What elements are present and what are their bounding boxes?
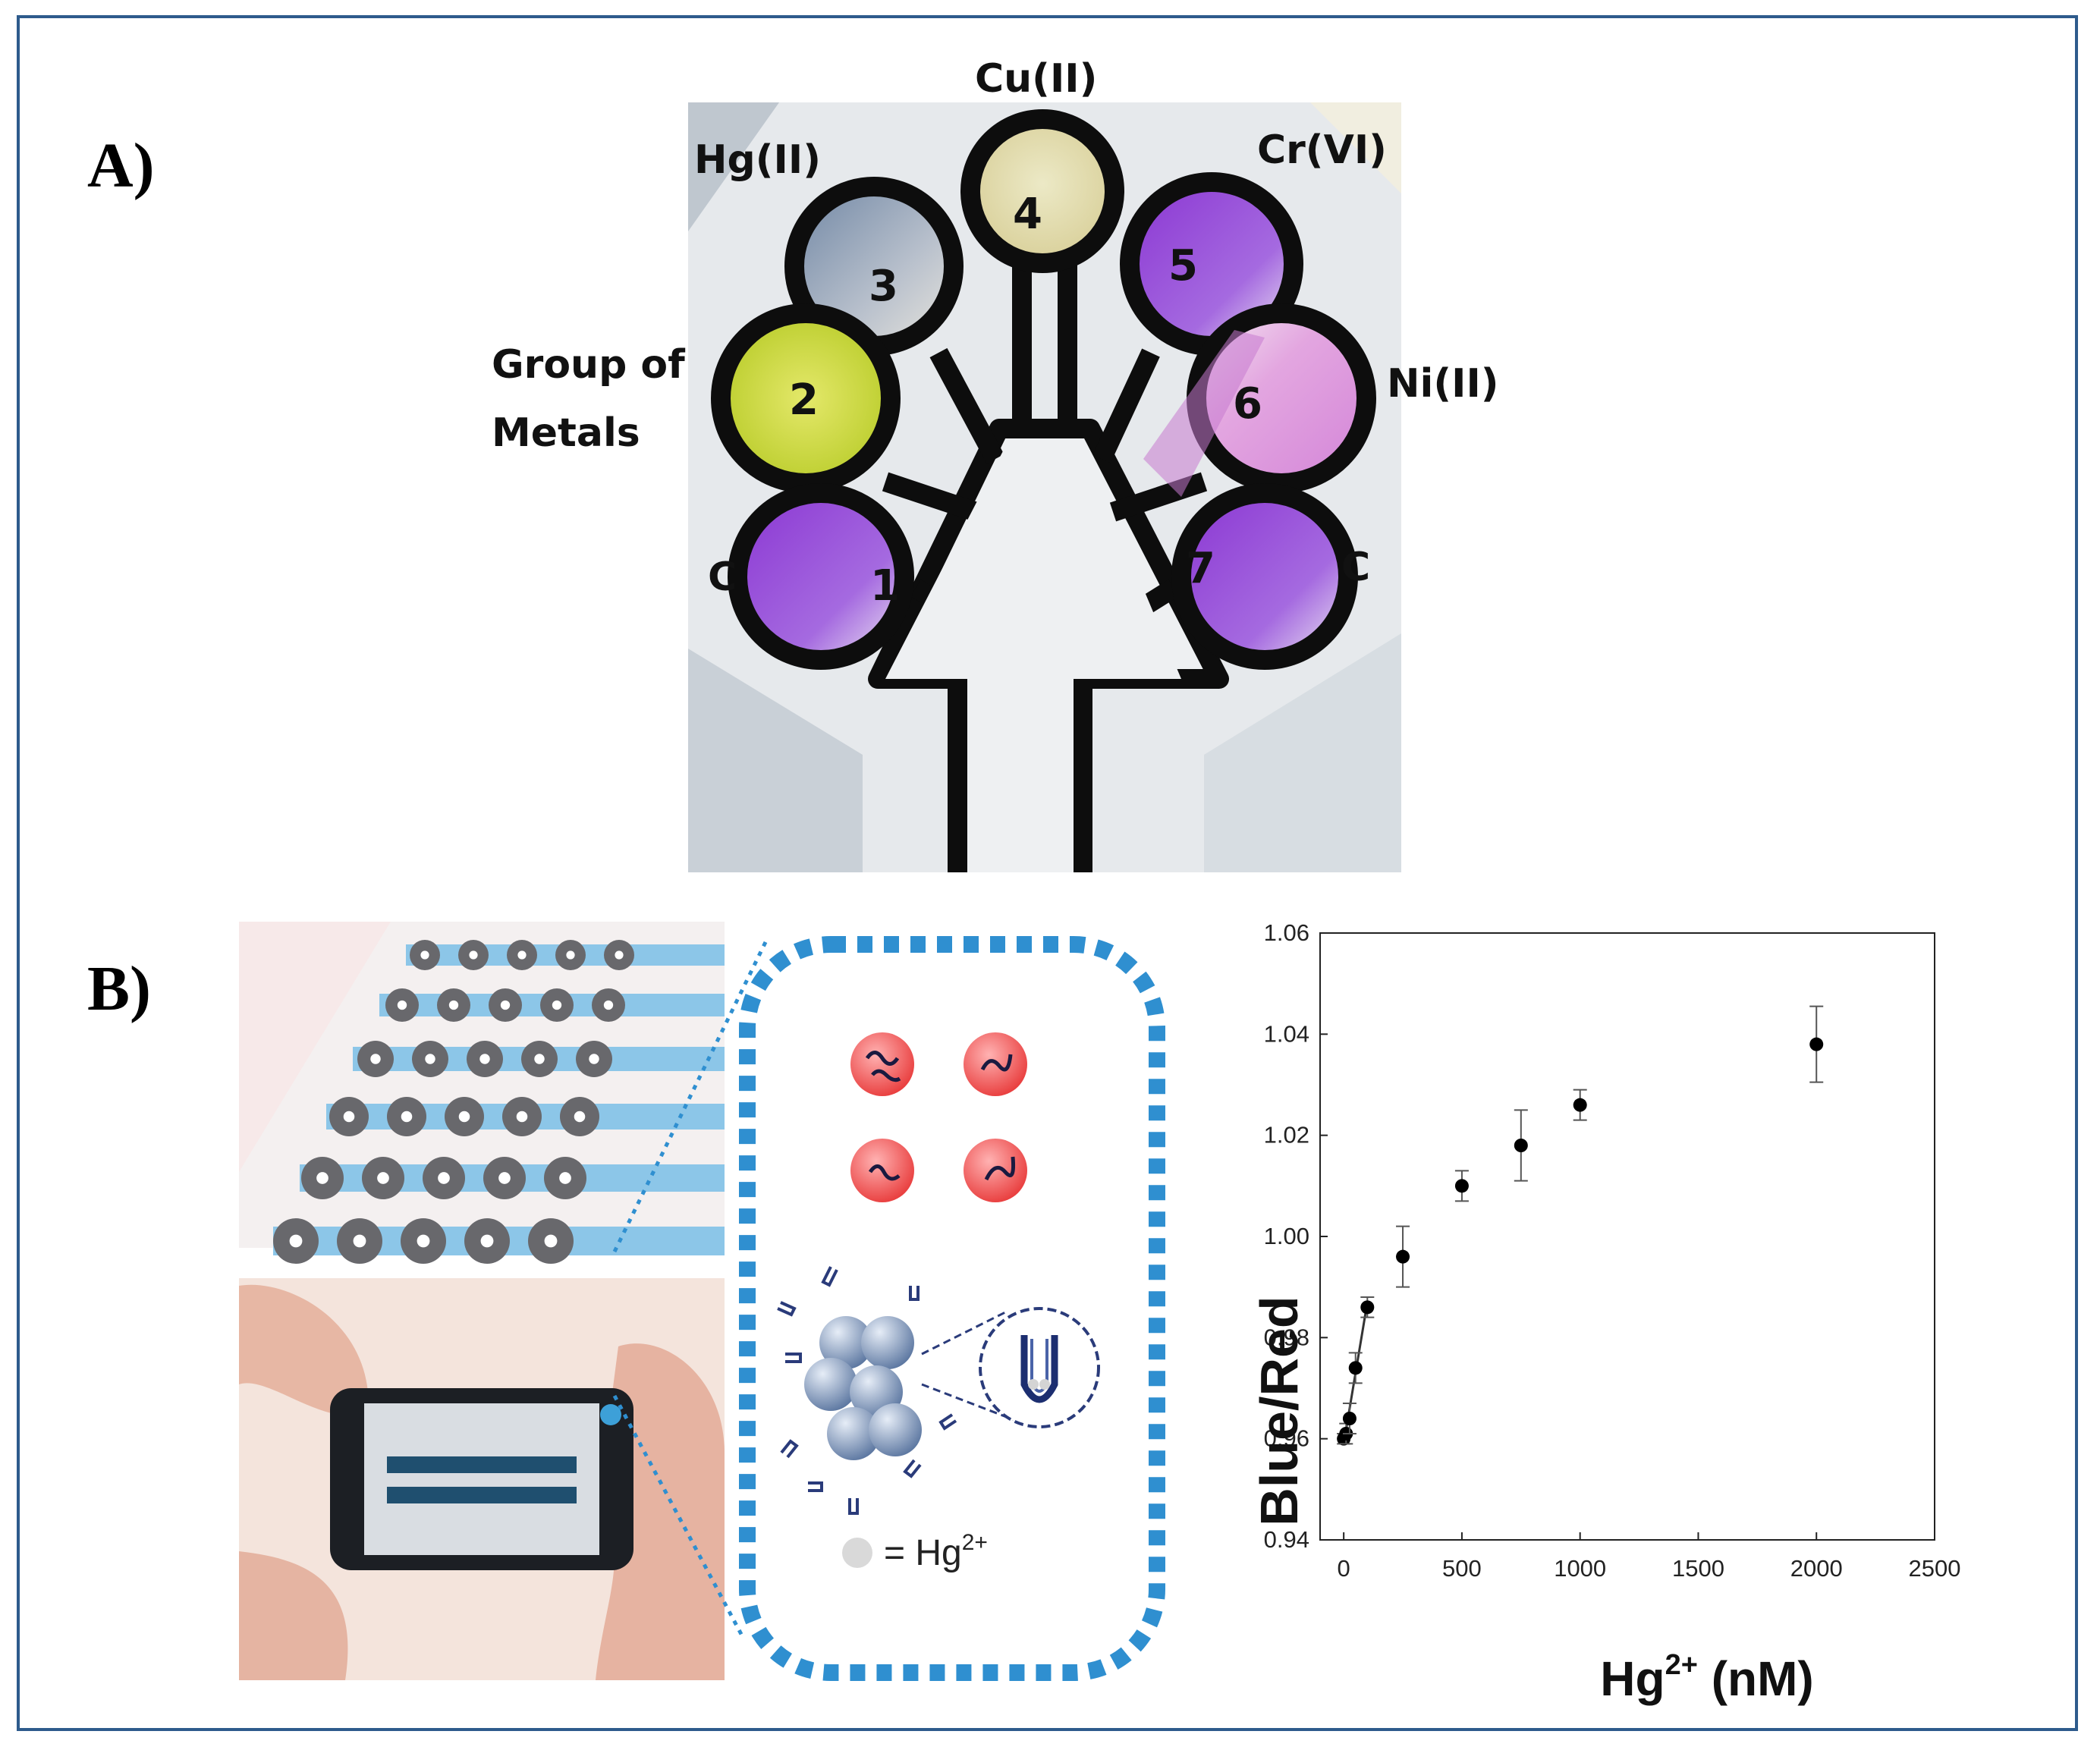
test-zone-center — [517, 950, 527, 960]
x-tick-label: 500 — [1442, 1555, 1482, 1582]
label-cu: Cu(II) — [975, 56, 1098, 102]
data-point — [1514, 1139, 1528, 1152]
spot-number-3: 3 — [869, 262, 898, 311]
y-tick-label: 1.06 — [1264, 919, 1309, 946]
x-tick-label: 1500 — [1672, 1555, 1724, 1582]
data-point — [1342, 1412, 1357, 1425]
label-control-left: C — [708, 555, 737, 600]
test-zone-center — [417, 1234, 430, 1248]
test-zone-center — [316, 1172, 329, 1184]
hg-calibration-chart: 0.94 0.96 0.98 1.00 1.02 1.04 1.06 0 500 1000 1500… — [1221, 918, 2056, 1718]
chart-svg: 0.94 0.96 0.98 1.00 1.02 1.04 1.06 0 500 1000 1500… — [1221, 918, 2056, 1718]
test-zone-center — [420, 950, 429, 960]
test-zone-center — [469, 950, 478, 960]
data-point — [1396, 1249, 1410, 1264]
paper-device-drawing — [688, 102, 1401, 872]
data-point — [1809, 1037, 1824, 1051]
panel-a-label: A) — [87, 130, 155, 201]
x-tick-label: 1000 — [1554, 1555, 1606, 1582]
test-zone-center — [615, 950, 624, 960]
label-control-right: C — [1341, 545, 1371, 590]
data-point — [1573, 1098, 1587, 1112]
test-zone-center — [425, 1054, 435, 1064]
data-point — [1348, 1361, 1363, 1375]
label-group-line2: Metals — [492, 410, 640, 456]
spot-number-7: 7 — [1186, 544, 1215, 593]
data-point — [1360, 1300, 1375, 1315]
test-zone-center — [566, 950, 575, 960]
test-zone-center — [500, 1000, 511, 1010]
test-zone-center — [458, 1111, 470, 1123]
test-zone-center — [544, 1234, 558, 1248]
smartphone-screen — [364, 1403, 599, 1555]
test-zone-array — [273, 940, 725, 1264]
hg-legend-text: = Hg2+ — [884, 1530, 988, 1573]
x-tick-label: 0 — [1338, 1555, 1350, 1582]
x-tick-label: 2000 — [1790, 1555, 1843, 1582]
dashed-border — [739, 936, 1165, 1681]
spot-number-5: 5 — [1168, 241, 1198, 291]
y-axis-title: Blue/Red — [1250, 1296, 1309, 1525]
aggregated-nanoparticles — [804, 1316, 922, 1460]
y-tick-label: 0.94 — [1264, 1526, 1309, 1553]
test-zone-center — [534, 1054, 545, 1064]
data-point — [1454, 1179, 1469, 1193]
label-group-line1: Group of — [492, 342, 685, 388]
test-zone-center — [438, 1172, 450, 1184]
test-zone-center — [289, 1234, 303, 1248]
y-tick-label: 1.02 — [1264, 1122, 1309, 1148]
smartphone-array-photo — [239, 922, 725, 1680]
x-axis-title: Hg2+ (nM) — [1600, 1649, 1813, 1706]
test-zone-center — [516, 1111, 528, 1123]
test-zone-center — [589, 1054, 599, 1064]
test-zone-center — [498, 1172, 511, 1184]
test-zone-center — [552, 1000, 562, 1010]
test-zone-center — [377, 1172, 389, 1184]
label-hg: Hg(II) — [694, 137, 821, 183]
panel-b-label: B) — [87, 954, 151, 1024]
y-tick-label: 1.04 — [1264, 1020, 1309, 1047]
dispersed-nanoparticles — [850, 1032, 1027, 1202]
test-zone-center — [448, 1000, 459, 1010]
aptamer-hairpins — [777, 1266, 957, 1515]
x-tick-label: 2500 — [1909, 1555, 1961, 1582]
label-cr: Cr(VI) — [1257, 127, 1387, 173]
test-zone-center — [397, 1000, 407, 1010]
spot-number-4: 4 — [1013, 190, 1042, 239]
test-zone-center — [479, 1054, 490, 1064]
y-tick-label: 1.00 — [1264, 1223, 1309, 1249]
hg-ion-legend-icon — [842, 1538, 872, 1568]
spot-number-2: 2 — [789, 375, 819, 425]
test-zone-center — [401, 1111, 413, 1123]
label-ni: Ni(II) — [1387, 361, 1499, 407]
spot-number-6: 6 — [1233, 379, 1262, 429]
spot-number-1: 1 — [870, 561, 900, 611]
y-tick-label: 0.96 — [1264, 1425, 1309, 1452]
test-zone-center — [343, 1111, 355, 1123]
zoom-connector-lines — [612, 939, 769, 1640]
mechanism-inset: = Hg2+ — [739, 936, 1165, 1681]
paper-device-photo — [688, 102, 1401, 872]
hairpin-zoom — [921, 1307, 1100, 1428]
test-zone-center — [574, 1111, 586, 1123]
test-zone-center — [603, 1000, 614, 1010]
test-zone-center — [480, 1234, 494, 1248]
test-zone-center — [370, 1054, 381, 1064]
test-zone-center — [353, 1234, 366, 1248]
test-zone-center — [559, 1172, 571, 1184]
y-tick-label: 0.98 — [1264, 1324, 1309, 1350]
